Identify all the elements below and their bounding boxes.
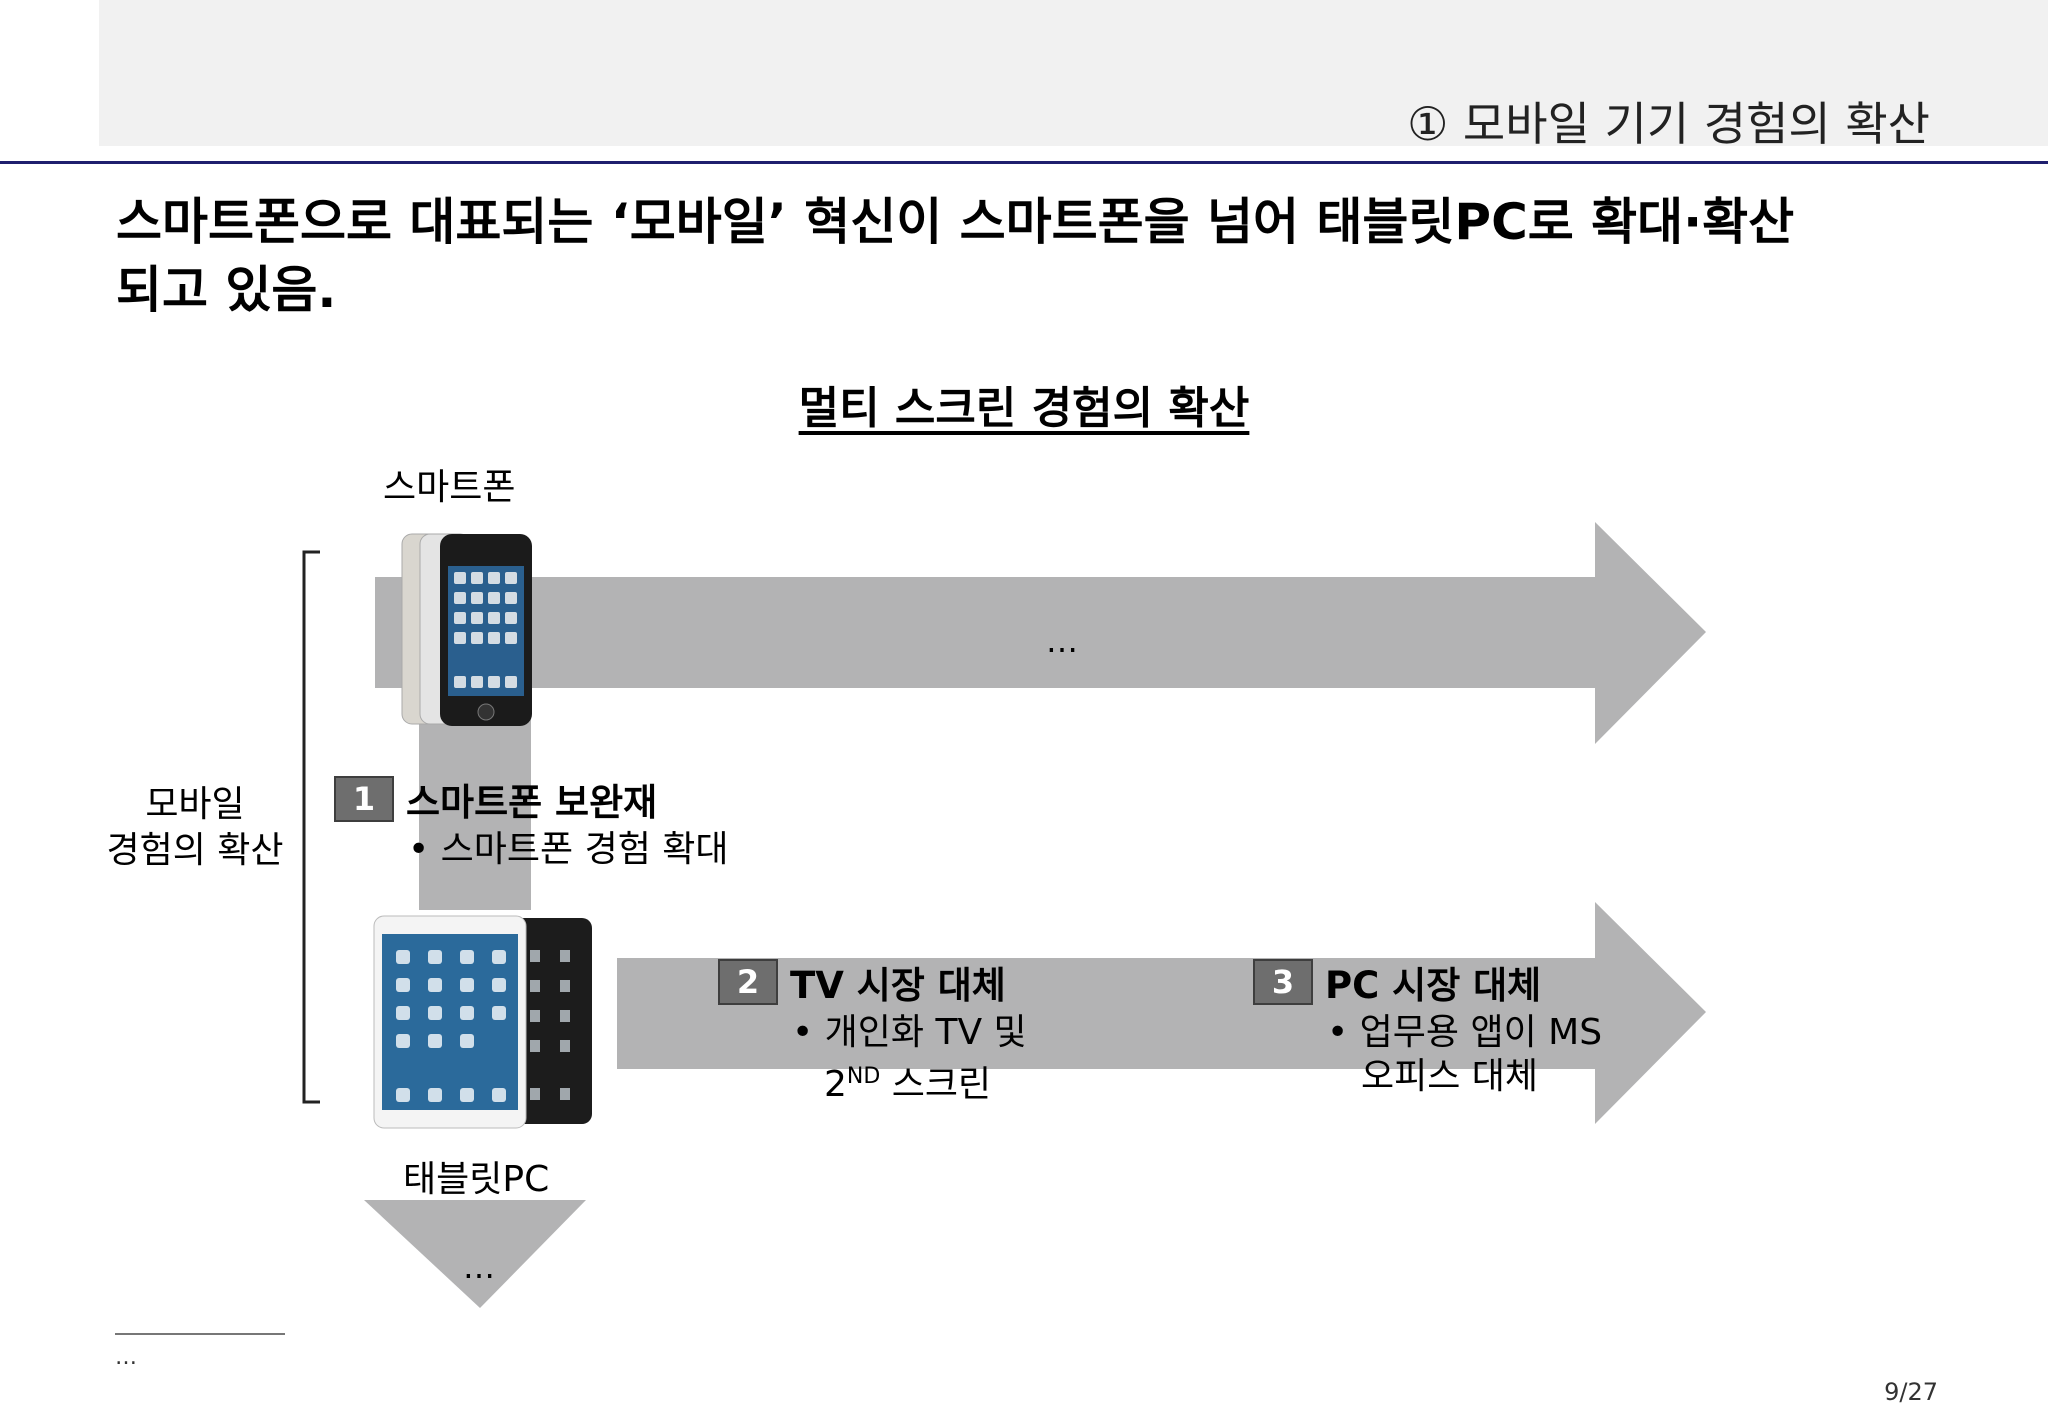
left-bracket [302, 550, 320, 1104]
item-bullet: • 개인화 TV 및 [792, 1012, 1027, 1053]
item-heading: 스마트폰 보완재 [406, 781, 658, 824]
headline-line-2: 되고 있음. [116, 261, 337, 319]
item-bullet-continuation: 오피스 대체 [1361, 1056, 1539, 1097]
footnote-rule [115, 1333, 285, 1335]
smartphone-label: 스마트폰 [383, 467, 516, 508]
down-arrow-ellipsis: … [463, 1248, 495, 1286]
diagram-title: 멀티 스크린 경험의 확산 [0, 372, 2048, 436]
header-rule [0, 161, 2048, 164]
ordinal-rest: 스크린 [880, 1064, 992, 1105]
header-band [99, 0, 2048, 146]
ordinal-number: 2 [824, 1064, 847, 1105]
bracket-label-line-2: 경험의 확산 [106, 830, 284, 871]
bracket-label-line-1: 모바일 [145, 784, 245, 825]
ordinal-suffix: ND [846, 1064, 881, 1089]
item-1: 1 스마트폰 보완재 • 스마트폰 경험 확대 [334, 772, 729, 872]
footnote: … [115, 1345, 137, 1370]
bracket-label: 모바일 경험의 확산 [100, 782, 290, 874]
headline-line-1: 스마트폰으로 대표되는 ‘모바일’ 혁신이 스마트폰을 넘어 태블릿PC로 확대… [116, 193, 1795, 251]
item-bullet-continuation: 2ND 스크린 [824, 1055, 1027, 1107]
item-heading: PC 시장 대체 [1325, 964, 1542, 1007]
section-title: ① 모바일 기기 경험의 확산 [1407, 97, 1930, 151]
top-arrow-ellipsis: … [1046, 622, 1078, 660]
item-bullet: • 업무용 앱이 MS [1327, 1012, 1603, 1053]
diagram-title-text: 멀티 스크린 경험의 확산 [798, 383, 1250, 434]
page-number: 9/27 [1884, 1378, 1938, 1406]
tablet-image [373, 915, 592, 1129]
vertical-connector [419, 700, 531, 910]
item-3: 3 PC 시장 대체 • 업무용 앱이 MS 오피스 대체 [1253, 955, 1602, 1099]
bottom-right-arrow [617, 902, 1706, 1124]
headline: 스마트폰으로 대표되는 ‘모바일’ 혁신이 스마트폰을 넘어 태블릿PC로 확대… [116, 188, 1996, 324]
item-bullet: • 스마트폰 경험 확대 [408, 829, 729, 870]
item-number-badge: 3 [1253, 959, 1313, 1005]
item-number-badge: 2 [718, 959, 778, 1005]
tablet-label: 태블릿PC [403, 1159, 550, 1200]
item-heading: TV 시장 대체 [790, 964, 1006, 1007]
item-2: 2 TV 시장 대체 • 개인화 TV 및 2ND 스크린 [718, 955, 1027, 1107]
item-number-badge: 1 [334, 776, 394, 822]
down-arrow [364, 1200, 586, 1308]
smartphone-image [401, 533, 532, 726]
top-right-arrow [375, 522, 1706, 744]
